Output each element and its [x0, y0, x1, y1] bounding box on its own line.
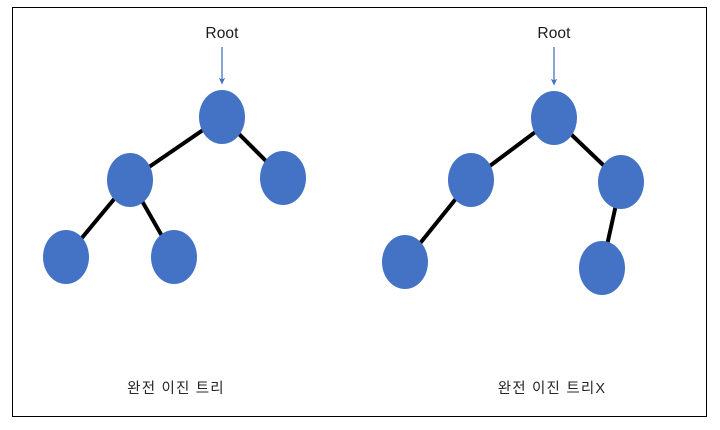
- tree-node: [107, 153, 153, 207]
- diagram-caption: 완전 이진 트리X: [497, 381, 607, 397]
- diagram-caption: 완전 이진 트리: [127, 381, 225, 397]
- tree-nodes-layer: [43, 90, 644, 295]
- tree-node: [260, 151, 306, 205]
- tree-node: [151, 230, 197, 284]
- tree-node: [43, 230, 89, 284]
- root-arrows-layer: [218, 47, 558, 86]
- tree-node: [579, 241, 625, 295]
- root-label: Root: [205, 25, 239, 42]
- tree-node: [199, 90, 245, 144]
- tree-node: [598, 155, 644, 209]
- tree-node: [531, 91, 577, 145]
- tree-node: [448, 153, 494, 207]
- tree-node: [382, 235, 428, 289]
- root-label: Root: [537, 25, 571, 42]
